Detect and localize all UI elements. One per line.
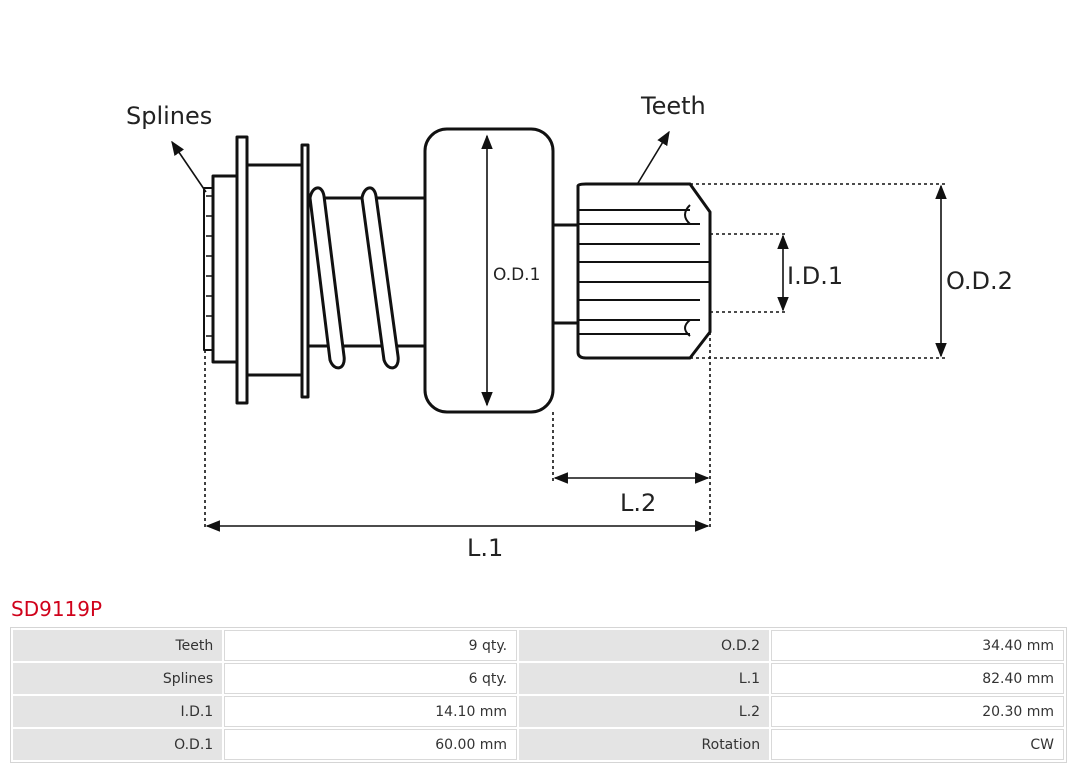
splines-label: Splines (126, 102, 212, 130)
spec-label: Teeth (13, 630, 223, 661)
table-row: I.D.1 14.10 mm L.2 20.30 mm (13, 696, 1064, 727)
starter-drive-diagram: Splines Teeth O.D.1 O.D.2 I.D.1 L.2 L.1 (126, 92, 1013, 562)
spec-label: Rotation (519, 729, 770, 760)
spec-label: L.2 (519, 696, 770, 727)
od1-label: O.D.1 (493, 265, 540, 285)
spec-value: 82.40 mm (771, 663, 1064, 694)
collar (551, 223, 580, 325)
spec-value: 14.10 mm (224, 696, 518, 727)
id1-label: I.D.1 (787, 262, 843, 290)
od2-label: O.D.2 (946, 267, 1013, 295)
spec-value: CW (771, 729, 1064, 760)
spec-value: 34.40 mm (771, 630, 1064, 661)
dimension-lines (171, 130, 947, 532)
pinion-gear (576, 182, 712, 360)
spec-value: 60.00 mm (224, 729, 518, 760)
splines-end (203, 174, 239, 364)
spec-label: O.D.1 (13, 729, 223, 760)
spec-label: I.D.1 (13, 696, 223, 727)
table-row: Teeth 9 qty. O.D.2 34.40 mm (13, 630, 1064, 661)
product-code-title: SD9119P (11, 597, 103, 621)
spec-value: 6 qty. (224, 663, 518, 694)
spec-table: Teeth 9 qty. O.D.2 34.40 mm Splines 6 qt… (10, 627, 1067, 763)
spec-label: Splines (13, 663, 223, 694)
spec-value: 9 qty. (224, 630, 518, 661)
teeth-label: Teeth (640, 92, 706, 120)
flange-hub (235, 135, 310, 405)
spec-label: L.1 (519, 663, 770, 694)
spec-label: O.D.2 (519, 630, 770, 661)
table-row: Splines 6 qty. L.1 82.40 mm (13, 663, 1064, 694)
spec-value: 20.30 mm (771, 696, 1064, 727)
l1-label: L.1 (467, 534, 503, 562)
table-row: O.D.1 60.00 mm Rotation CW (13, 729, 1064, 760)
spring-shaft (306, 186, 430, 370)
diagram-drawing: Splines Teeth O.D.1 O.D.2 I.D.1 L.2 L.1 (126, 92, 1013, 562)
l2-label: L.2 (620, 489, 656, 517)
